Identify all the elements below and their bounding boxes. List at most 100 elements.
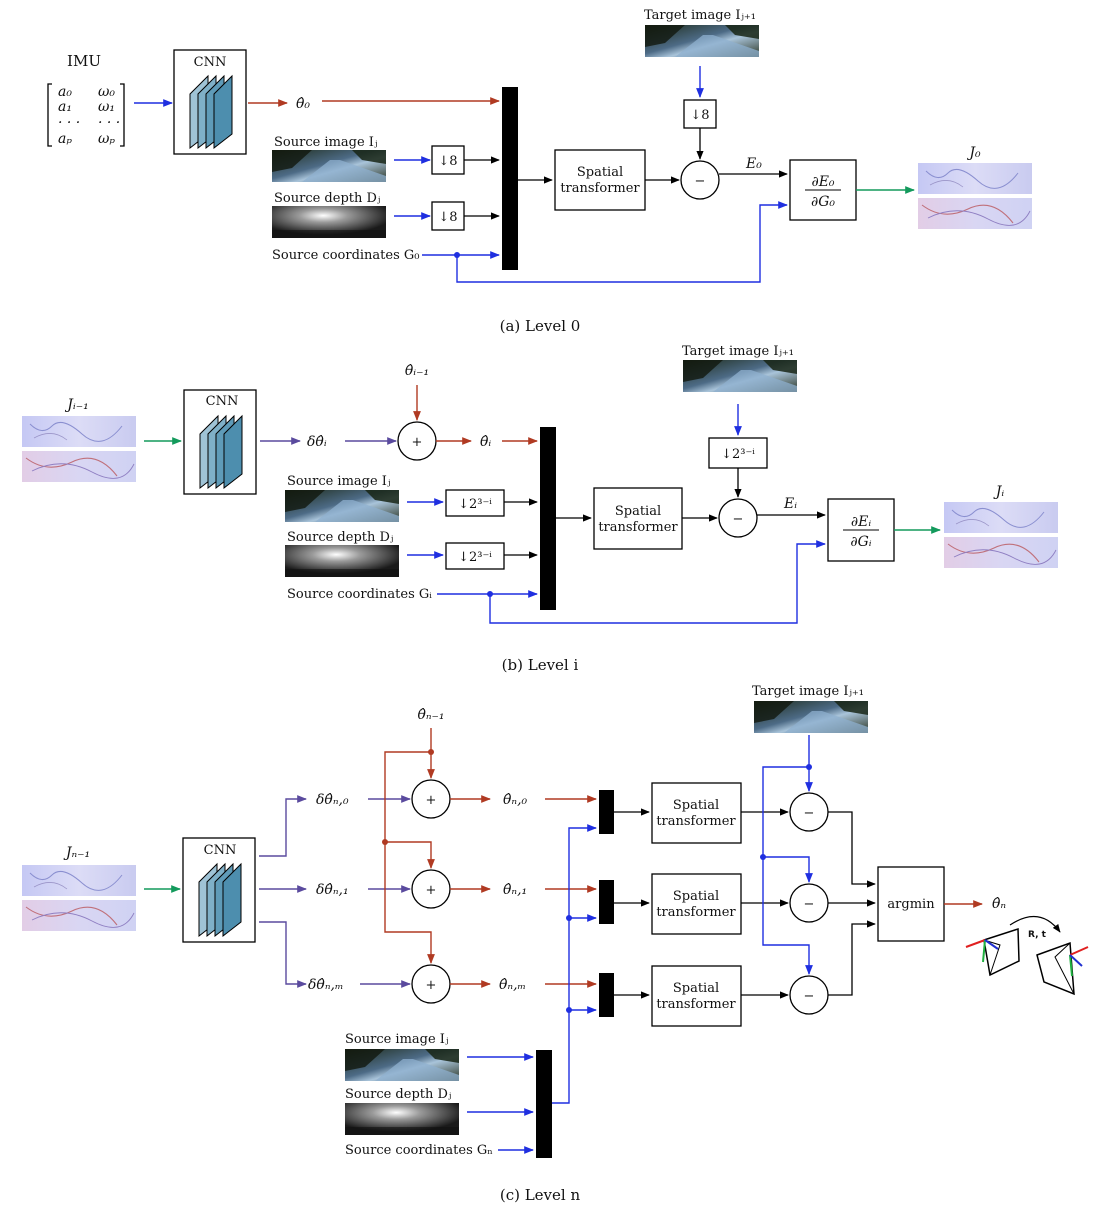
spatial-transformer-box bbox=[554, 149, 646, 211]
spatial-transformer-box bbox=[651, 782, 742, 844]
theta-hat-label: θ̂ᵢ bbox=[480, 434, 491, 450]
previous-theta-label: θ̂ₙ₋₁ bbox=[417, 707, 444, 723]
source-coordinates-label: Source coordinates G₀ bbox=[272, 248, 420, 263]
minus-label: − bbox=[804, 806, 815, 821]
jacobian-map-icon bbox=[943, 501, 1059, 569]
cnn-label: CNN bbox=[204, 843, 237, 858]
spatial-transformer-box bbox=[651, 965, 742, 1027]
road-photo-icon bbox=[645, 25, 759, 57]
theta-hat-label: θ̂ₙ,ₘ bbox=[499, 977, 526, 993]
output-theta-label: θ̂ₙ bbox=[992, 896, 1006, 912]
argmin-box bbox=[877, 866, 945, 942]
downsample-label: ↓8 bbox=[438, 154, 457, 169]
target-image-label: Target image Iⱼ₊₁ bbox=[682, 344, 794, 359]
imu-cell: a₀ bbox=[58, 84, 72, 100]
cnn-label: CNN bbox=[206, 394, 239, 409]
minus-label: − bbox=[804, 989, 815, 1004]
spatial-transformer-label: Spatial bbox=[577, 165, 623, 180]
imu-matrix: a₀ ω₀ a₁ ω₁ · · · · · · aₚ ωₚ bbox=[47, 83, 125, 147]
downsample-label: ↓2³⁻ⁱ bbox=[458, 497, 492, 512]
gradient-numerator: ∂Eᵢ bbox=[851, 514, 871, 530]
imu-cell: · · · bbox=[58, 115, 80, 131]
minus-label: − bbox=[804, 897, 815, 912]
level-i-panel: Jᵢ₋₁ CNN δθ̂ᵢ θ̂ᵢ₋₁ + θ̂ᵢ Target image I… bbox=[21, 344, 1059, 674]
delta-theta-label: δθ̂ₙ,₁ bbox=[316, 882, 349, 898]
delta-theta-label: δθ̂ₙ,₀ bbox=[316, 792, 349, 808]
plus-label: + bbox=[426, 793, 437, 808]
theta-hat-label: θ̂₀ bbox=[296, 96, 310, 112]
rotation-translation-label: R, t bbox=[1028, 930, 1047, 940]
theta-hat-label: θ̂ₙ,₁ bbox=[503, 882, 527, 898]
level-n-panel: Jₙ₋₁ CNN δθ̂ₙ,₀ δθ̂ₙ,₁ δθ̂ₙ,ₘ θ̂ₙ₋₁ + + … bbox=[21, 684, 1089, 1204]
source-image-label: Source image Iⱼ bbox=[345, 1032, 448, 1047]
error-label: E₀ bbox=[745, 156, 762, 172]
downsample-label: ↓8 bbox=[690, 108, 709, 123]
gradient-denominator: ∂Gᵢ bbox=[850, 534, 871, 550]
spatial-transformer-label: Spatial bbox=[673, 981, 719, 996]
depth-map-icon bbox=[272, 206, 386, 238]
concatenation-bar bbox=[599, 790, 614, 834]
road-photo-icon bbox=[754, 701, 868, 733]
spatial-transformer-label: transformer bbox=[656, 905, 736, 920]
input-jacobian-label: Jₙ₋₁ bbox=[63, 845, 90, 861]
imu-label: IMU bbox=[67, 52, 101, 70]
jacobian-map-icon bbox=[917, 162, 1033, 230]
source-depth-label: Source depth Dⱼ bbox=[274, 191, 380, 206]
depth-map-icon bbox=[285, 545, 399, 577]
level-0-panel: IMU a₀ ω₀ a₁ ω₁ · · · · · · aₚ ωₚ CNN θ̂… bbox=[47, 8, 1033, 335]
downsample-label: ↓8 bbox=[438, 210, 457, 225]
jacobian-map-icon bbox=[21, 864, 137, 932]
spatial-transformer-label: Spatial bbox=[615, 504, 661, 519]
downsample-label: ↓2³⁻ⁱ bbox=[458, 550, 492, 565]
jacobian-label: J₀ bbox=[966, 145, 981, 161]
plus-label: + bbox=[426, 883, 437, 898]
argmin-label: argmin bbox=[887, 897, 935, 912]
spatial-transformer-label: transformer bbox=[598, 520, 678, 535]
spatial-transformer-label: Spatial bbox=[673, 798, 719, 813]
concatenation-bar bbox=[502, 87, 518, 270]
source-coordinates-label: Source coordinates Gₙ bbox=[345, 1143, 493, 1158]
source-coordinates-label: Source coordinates Gᵢ bbox=[287, 587, 432, 602]
road-photo-icon bbox=[683, 360, 797, 392]
road-photo-icon bbox=[272, 150, 386, 182]
plus-label: + bbox=[426, 978, 437, 993]
downsample-box bbox=[683, 99, 717, 129]
spatial-transformer-label: transformer bbox=[560, 181, 640, 196]
delta-theta-label: δθ̂ₙ,ₘ bbox=[308, 977, 344, 993]
caption: (b) Level i bbox=[502, 656, 579, 674]
error-label: Eᵢ bbox=[783, 496, 797, 512]
downsample-box bbox=[708, 437, 768, 469]
imu-cell: · · · bbox=[98, 115, 120, 131]
input-jacobian-label: Jᵢ₋₁ bbox=[64, 397, 88, 413]
plus-label: + bbox=[412, 435, 423, 450]
road-photo-icon bbox=[345, 1049, 459, 1081]
depth-map-icon bbox=[345, 1103, 459, 1135]
camera-pose-icon: R, t bbox=[965, 916, 1089, 996]
imu-cell: ωₚ bbox=[98, 131, 115, 147]
concatenation-bar bbox=[599, 973, 614, 1017]
previous-theta-label: θ̂ᵢ₋₁ bbox=[405, 363, 429, 379]
imu-cell: ω₀ bbox=[98, 84, 115, 100]
target-image-label: Target image Iⱼ₊₁ bbox=[752, 684, 864, 699]
delta-theta-label: δθ̂ᵢ bbox=[307, 434, 327, 450]
subtract-node bbox=[718, 498, 758, 538]
source-image-label: Source image Iⱼ bbox=[287, 474, 390, 489]
source-depth-label: Source depth Dⱼ bbox=[287, 530, 393, 545]
imu-cell: aₚ bbox=[58, 131, 72, 147]
downsample-box bbox=[445, 542, 505, 570]
source-depth-label: Source depth Dⱼ bbox=[345, 1087, 451, 1102]
imu-cell: a₁ bbox=[58, 99, 72, 115]
jacobian-map-icon bbox=[21, 415, 137, 483]
spatial-transformer-label: Spatial bbox=[673, 889, 719, 904]
spatial-transformer-label: transformer bbox=[656, 997, 736, 1012]
concatenation-bar bbox=[540, 427, 556, 610]
gradient-numerator: ∂E₀ bbox=[811, 174, 834, 190]
downsample-label: ↓2³⁻ⁱ bbox=[721, 447, 755, 462]
theta-hat-label: θ̂ₙ,₀ bbox=[503, 792, 528, 808]
caption: (c) Level n bbox=[500, 1186, 581, 1204]
concatenation-bar bbox=[536, 1050, 552, 1158]
gradient-denominator: ∂G₀ bbox=[811, 194, 835, 210]
source-image-label: Source image Iⱼ bbox=[274, 135, 377, 150]
caption: (a) Level 0 bbox=[500, 317, 581, 335]
cnn-label: CNN bbox=[194, 55, 227, 70]
